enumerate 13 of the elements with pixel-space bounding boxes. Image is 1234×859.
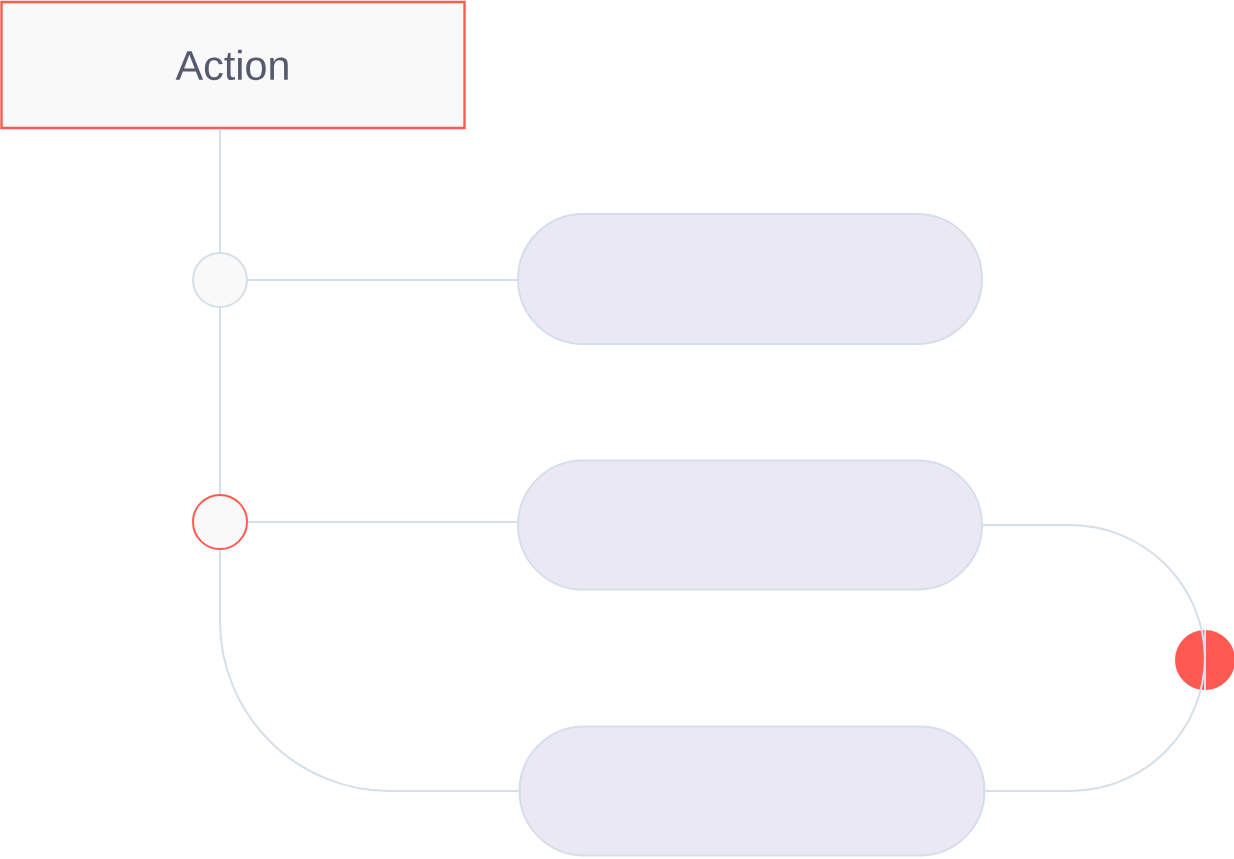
- action-box: Action: [0, 0, 466, 130]
- connector-line: [247, 521, 518, 523]
- connector-line: [219, 549, 520, 792]
- pill-box: [517, 459, 983, 591]
- connector-line: [247, 279, 518, 281]
- pill-box: [518, 725, 986, 857]
- pill-box: [517, 213, 983, 345]
- connector-line: [219, 128, 221, 253]
- circle-node: [1175, 630, 1234, 690]
- connector-line: [984, 655, 1206, 792]
- connector-line: [219, 307, 221, 495]
- circle-node: [192, 494, 248, 550]
- circle-node: [192, 252, 248, 308]
